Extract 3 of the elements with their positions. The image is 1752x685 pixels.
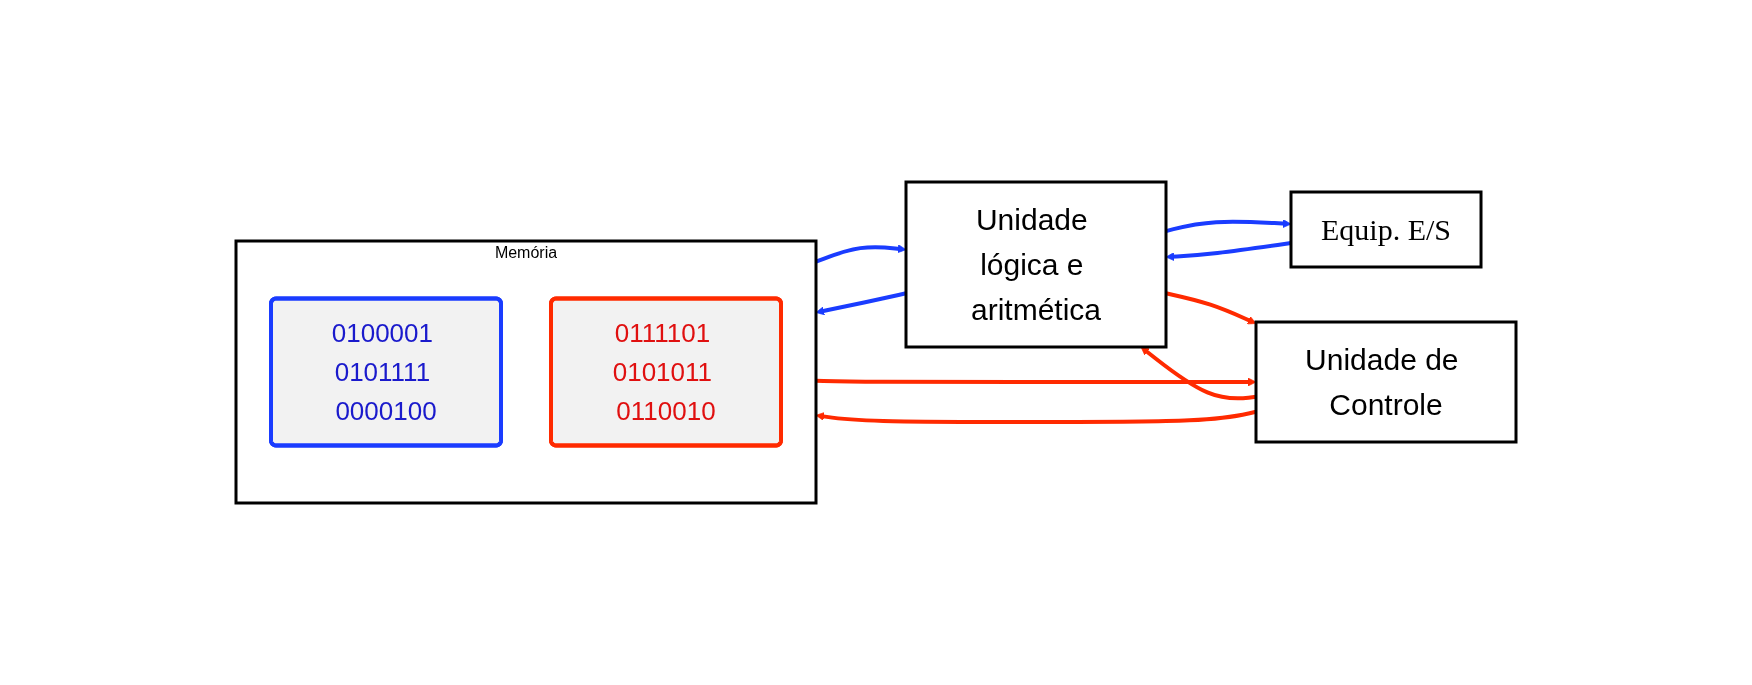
node-box: Unidade lógica e aritmética	[904, 180, 1168, 349]
node-box: Equip. E/S	[1289, 190, 1483, 269]
node-box: Unidade de Controle	[1254, 320, 1518, 444]
